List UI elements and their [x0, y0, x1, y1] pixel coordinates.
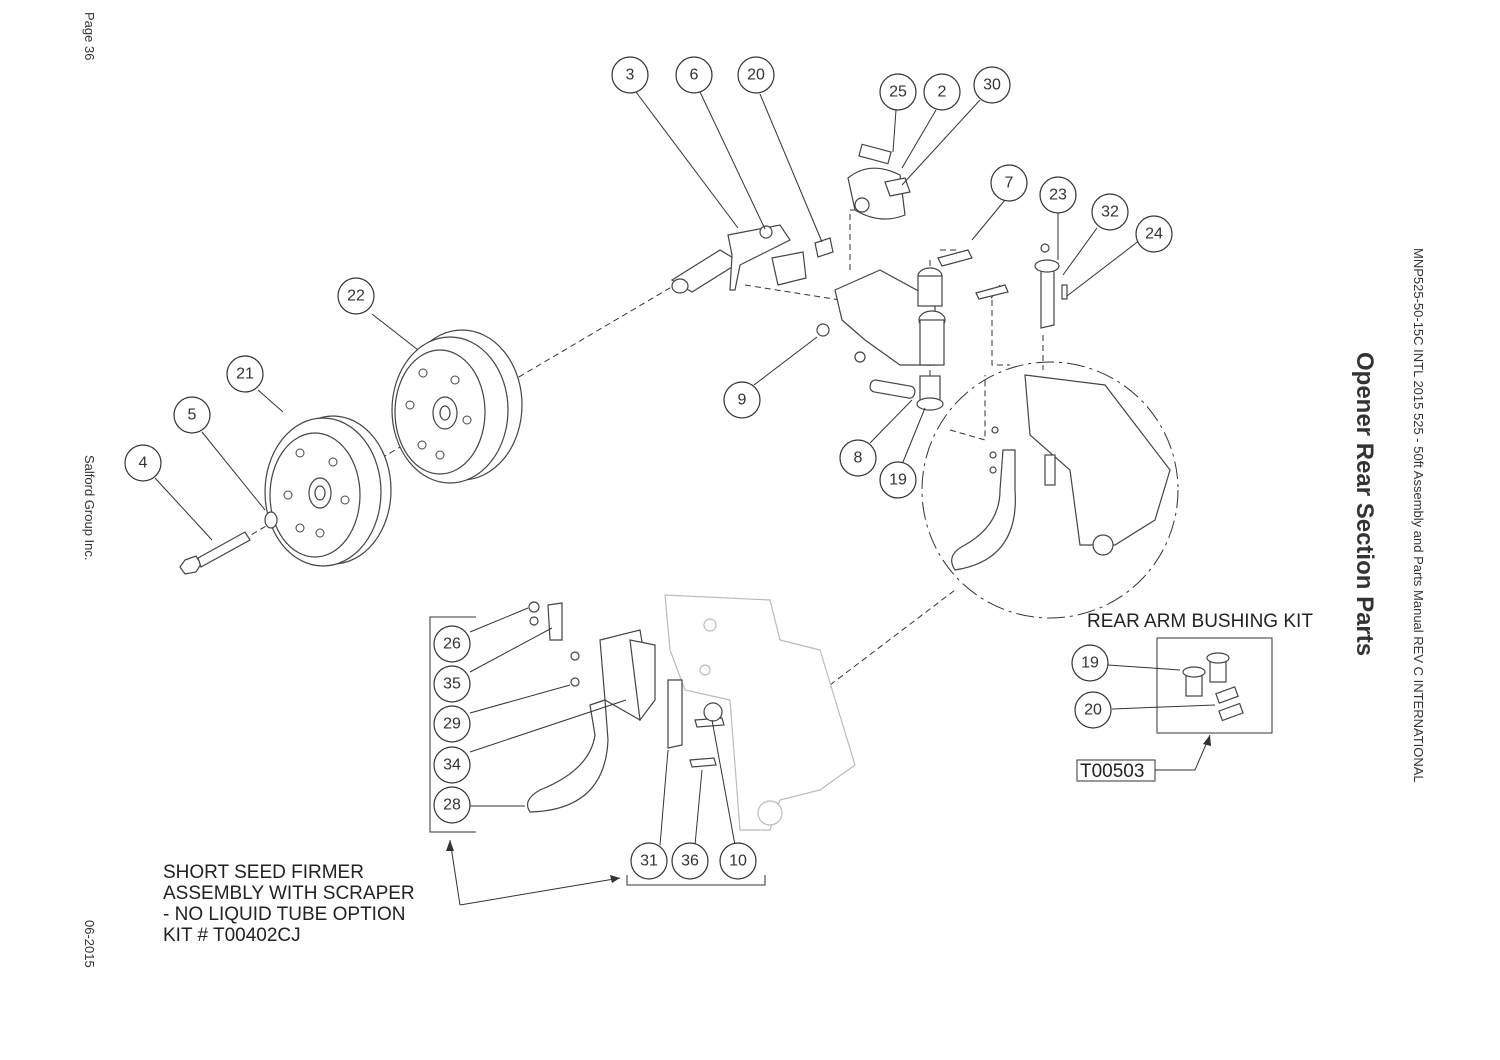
svg-text:31: 31: [640, 853, 658, 870]
gauge-wheel-inner: [391, 329, 523, 484]
callout-30: 30: [973, 66, 1011, 104]
callout-32: 32: [1091, 193, 1129, 231]
svg-text:9: 9: [738, 392, 747, 409]
svg-text:22: 22: [347, 288, 365, 305]
washer: [264, 511, 278, 529]
svg-text:8: 8: [854, 450, 863, 467]
callout-28: 28: [433, 786, 471, 824]
svg-text:26: 26: [443, 636, 461, 653]
lock-nut: [816, 323, 830, 337]
svg-text:34: 34: [443, 757, 461, 774]
firmer-kit-line-2: ASSEMBLY WITH SCRAPER: [163, 883, 415, 904]
pivot-pin-assembly: [1034, 243, 1068, 329]
svg-text:36: 36: [681, 853, 699, 870]
svg-text:23: 23: [1049, 187, 1067, 204]
svg-text:20: 20: [1084, 702, 1102, 719]
callout-19-bushing: 19: [879, 461, 917, 499]
arm-bushing: [916, 375, 944, 411]
svg-text:5: 5: [188, 407, 197, 424]
svg-text:4: 4: [139, 455, 148, 472]
svg-text:28: 28: [443, 797, 461, 814]
hex-bolt-2: [975, 284, 1009, 300]
callout-22: 22: [337, 277, 375, 315]
callout-26: 26: [433, 625, 471, 663]
callout-23: 23: [1039, 176, 1077, 214]
callout-6: 6: [675, 56, 713, 94]
bushing-kit-part-number: T00503: [1080, 761, 1144, 782]
seed-firmer-parts: [527, 601, 725, 813]
detail-view-circle: [921, 361, 1179, 619]
svg-text:21: 21: [236, 366, 254, 383]
svg-text:19: 19: [1081, 655, 1099, 672]
axle-bolt: [179, 531, 251, 575]
callout-2: 2: [923, 73, 961, 111]
svg-text:24: 24: [1145, 226, 1163, 243]
firmer-kit-line-3: - NO LIQUID TUBE OPTION: [163, 904, 405, 925]
callout-29: 29: [433, 705, 471, 743]
callout-9: 9: [723, 381, 761, 419]
callout-36: 36: [671, 842, 709, 880]
rear-arm-bushing-kit-box: [1156, 637, 1273, 734]
pivot-pin: [814, 237, 834, 258]
firmer-kit-line-1: SHORT SEED FIRMER: [163, 862, 364, 883]
svg-text:10: 10: [729, 853, 747, 870]
svg-text:35: 35: [443, 676, 461, 693]
kit-leaders: [446, 734, 1211, 906]
svg-text:7: 7: [1005, 175, 1014, 192]
svg-text:25: 25: [889, 84, 907, 101]
svg-text:6: 6: [690, 67, 699, 84]
callout-34: 34: [433, 746, 471, 784]
svg-text:29: 29: [443, 716, 461, 733]
callout-35: 35: [433, 665, 471, 703]
bushing-kit-title: REAR ARM BUSHING KIT: [1087, 611, 1313, 632]
callout-8: 8: [839, 439, 877, 477]
callout-leaders: [154, 91, 1216, 846]
ghost-opener-frame: [664, 594, 856, 831]
svg-text:20: 20: [747, 67, 765, 84]
callout-7: 7: [990, 164, 1028, 202]
callout-20-arm: 20: [737, 56, 775, 94]
depth-adjust-gear: [847, 143, 911, 220]
callout-10: 10: [719, 842, 757, 880]
callout-25: 25: [879, 73, 917, 111]
callout-24: 24: [1135, 215, 1173, 253]
detail-opener-frame: [951, 374, 1171, 571]
svg-text:32: 32: [1101, 204, 1119, 221]
gauge-wheel-outer: [264, 415, 392, 567]
opener-bracket: [834, 267, 946, 366]
callout-5: 5: [173, 396, 211, 434]
callout-19-kit: 19: [1071, 644, 1109, 682]
callout-20-kit: 20: [1074, 691, 1112, 729]
gauge-wheel-arm: [670, 224, 807, 294]
callout-4: 4: [124, 444, 162, 482]
tension-spring: [869, 379, 916, 399]
callout-bracket-left: [429, 616, 476, 833]
svg-text:2: 2: [938, 84, 947, 101]
callout-3: 3: [611, 56, 649, 94]
svg-text:3: 3: [626, 67, 635, 84]
firmer-kit-line-4: KIT # T00402CJ: [163, 925, 301, 946]
hex-bolt: [937, 249, 973, 267]
svg-text:30: 30: [983, 77, 1001, 94]
callout-31: 31: [630, 842, 668, 880]
callout-21: 21: [226, 355, 264, 393]
bushing-kit-part-box: [1076, 759, 1156, 782]
svg-text:19: 19: [889, 472, 907, 489]
callout-bracket-bottom: [626, 875, 766, 886]
